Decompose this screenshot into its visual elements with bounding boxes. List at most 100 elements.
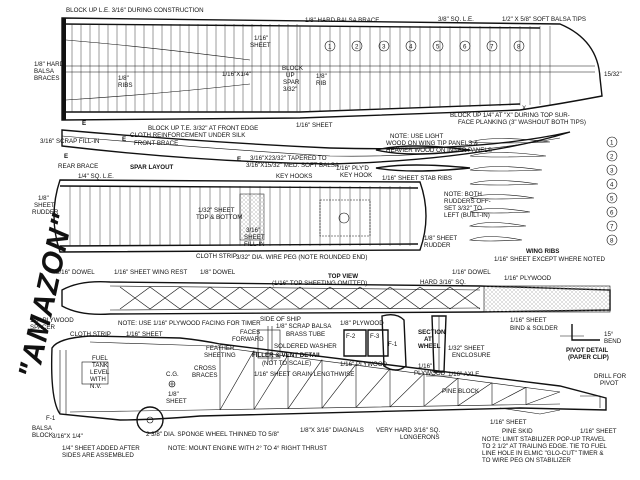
label-section-wheel-1: SECTION [418,329,446,336]
structure-line [119,286,151,310]
label-hard-braces-1: 1/8" HARD [34,61,65,68]
label-ribs-a-2: RIBS [118,82,132,89]
label-note-rudders-3: SET 3/32" TO [444,205,482,212]
svg-text:FACES FORWARD: FACES FORWARD [232,329,264,343]
label-x-mark: X [522,105,526,112]
svg-text:NOTE: USE LIGHT WOOD ON: NOTE: USE LIGHT WOOD ON WING TIP PANELS … [386,133,492,154]
svg-text:PIVOT DETAIL (PAPER CLIP: PIVOT DETAIL (PAPER CLIP) [566,347,610,361]
rib-number-label: 6 [463,44,467,51]
wing-rib-profile [469,166,543,172]
label-stab-sheet-rudder-3: RUDDER [32,209,59,216]
label-f3: F-3 [370,333,380,340]
label-wing-ribs: WING RIBS [526,248,559,255]
label-not-to-scale: (NOT TO SCALE) [262,360,311,367]
label-hard-braces-2: BALSA [34,68,55,75]
label-enclosure-1: 1/32" SHEET [448,345,485,352]
label-top-view-2: (1/16" TOP SHEETING OMITTED) [272,280,367,287]
label-strip-14: 1/16"X1/4" [222,71,251,78]
label-edge-mark-1: E [82,120,86,127]
stabilizer-planform [53,179,427,253]
structure-line [253,355,289,410]
label-section-wheel-2: AT [424,336,432,343]
label-ply-key-hook-2: KEY HOOK [340,172,373,179]
wing-rib-number-label: 4 [610,182,614,189]
svg-text:1/16" PLYWOOD: 1/16" PLYWOOD [414,363,446,377]
label-stab-top-bottom-2: TOP & BOTTOM [196,214,242,221]
structure-line [299,286,331,310]
label-pine-block: PINE BLOCK [442,388,480,395]
rib-number-label: 1 [328,44,332,51]
wing-rib-profile [469,194,535,200]
wing-rib-profile [469,138,551,144]
label-cg: C.G. [166,371,179,378]
label-edge-mark-2: E [122,136,126,143]
structure-line [525,391,561,405]
label-top-view-1: TOP VIEW [328,273,358,280]
svg-text:1/8" PLYWOOD SPACER: 1/8" PLYWOOD SPACER [30,317,75,331]
svg-text:FUEL TANK LEVEL: FUEL TANK LEVEL WITH N.V. [90,355,111,390]
wing-rib-lines [71,24,551,112]
wing-rib-number-label: 7 [610,224,614,231]
label-note-engine: NOTE: MOUNT ENGINE WITH 2° TO 4° RIGHT T… [168,445,327,452]
wing-rib-number-label: 5 [610,196,614,203]
structure-line [355,368,391,408]
label-spar-layout: SPAR LAYOUT [130,164,174,171]
label-wing-rest: 1/16" SHEET WING REST [114,269,187,276]
label-longerons-1: VERY HARD 3/16" SQ. [376,427,440,434]
wing-planform [61,17,603,121]
label-plywood-18: 1/8" PLYWOOD [340,320,384,327]
label-sheet-116-fuse: 1/16" SHEET [126,331,163,338]
rib-number-circle [324,40,336,52]
label-sheet-116-a-1: 1/16" [254,35,268,42]
wing-cross-section [61,129,571,165]
label-spacer-1: 1/8" PLYWOOD [30,317,74,324]
wing-rib-number-circle [606,220,618,232]
label-dowel-18: 1/8" DOWEL [200,269,236,276]
label-fuel-tank-5: N.V. [90,383,102,390]
label-stab-fill-2: SHEET [244,234,265,241]
label-cloth-strip-fuse: CLOTH STRIP [70,331,111,338]
label-balsa-block-2: BLOCK [32,432,54,439]
label-scrap-balsa: 1/8" SCRAP BALSA [276,323,332,330]
svg-text:1/16" PLY'D KEY HOOK: 1/16" PLY'D KEY HOOK [336,165,373,179]
label-feather-2: SHEETING [204,352,236,359]
label-bend-15-2: BEND [604,338,622,345]
fuselage-side-labels: CLOTH STRIP 1/16" SHEET FEATHER SHEETING… [32,331,628,464]
label-plywood-116-detail: 1/16" PLYWOOD [340,361,388,368]
label-block-up-x-2: FACE PLANKING (3" WASHOUT BOTH TIPS) [458,119,586,126]
label-stab-sheet-rudder-2: SHEET [34,202,55,209]
svg-text:1/8" RIBS: 1/8" RIBS [118,75,132,89]
svg-text:BALSA BLOCK: BALSA BLOCK [32,425,54,439]
svg-text:1/8" SHEET: 1/8" SHEET [166,391,187,405]
label-front-brace: FRONT BRACE [134,140,178,147]
svg-text:3/16"X23/32" TAPERED TO: 3/16"X23/32" TAPERED TO 3/16"X15/32" MED… [246,155,340,169]
structure-line [219,350,255,411]
label-fuel-tank-4: WITH [90,376,106,383]
svg-text:1/32" SHEET ENCLOSURE: 1/32" SHEET ENCLOSURE [448,345,491,359]
label-f2: F-2 [346,333,356,340]
svg-text:1/32" SHEET TOP & BOTTOM: 1/32" SHEET TOP & BOTTOM [196,207,242,221]
label-block-up-spar-4: 3/32" [283,86,297,93]
structure-line [287,359,323,409]
pivot-detail: BIND & SOLDER 1/16" SHEET 15° BEND PIVOT… [510,317,622,361]
structure-line [269,286,301,310]
label-tips: 1/2" X 5/8" SOFT BALSA TIPS [502,16,586,23]
svg-text:15° BEND: 15° BEND [604,331,622,345]
label-faces-forward-1: FACES [240,329,260,336]
label-stab-top-bottom-1: 1/32" SHEET [198,207,235,214]
label-stab-sheet-rudder-1: 1/8" [38,195,49,202]
structure-line [329,286,361,310]
structure-line [449,286,481,310]
label-edge-mark-3: E [64,153,68,160]
label-pivot-detail-2: (PAPER CLIP) [568,354,609,361]
wing-rib-profile [468,222,527,228]
rib-number-circle [405,40,417,52]
label-block-up-le: BLOCK UP L.E. 3/16" DURING CONSTRUCTION [66,7,204,14]
label-ribs-a-1: 1/8" [118,75,129,82]
label-pine-skid: PINE SKID [502,428,533,435]
label-1532: 15/32" [604,71,622,78]
label-cross-braces-2: BRACES [192,372,217,379]
svg-text:DRILL FOR PIVOT: DRILL FOR PIVOT [594,373,628,387]
wing-rib-profile [468,236,523,242]
